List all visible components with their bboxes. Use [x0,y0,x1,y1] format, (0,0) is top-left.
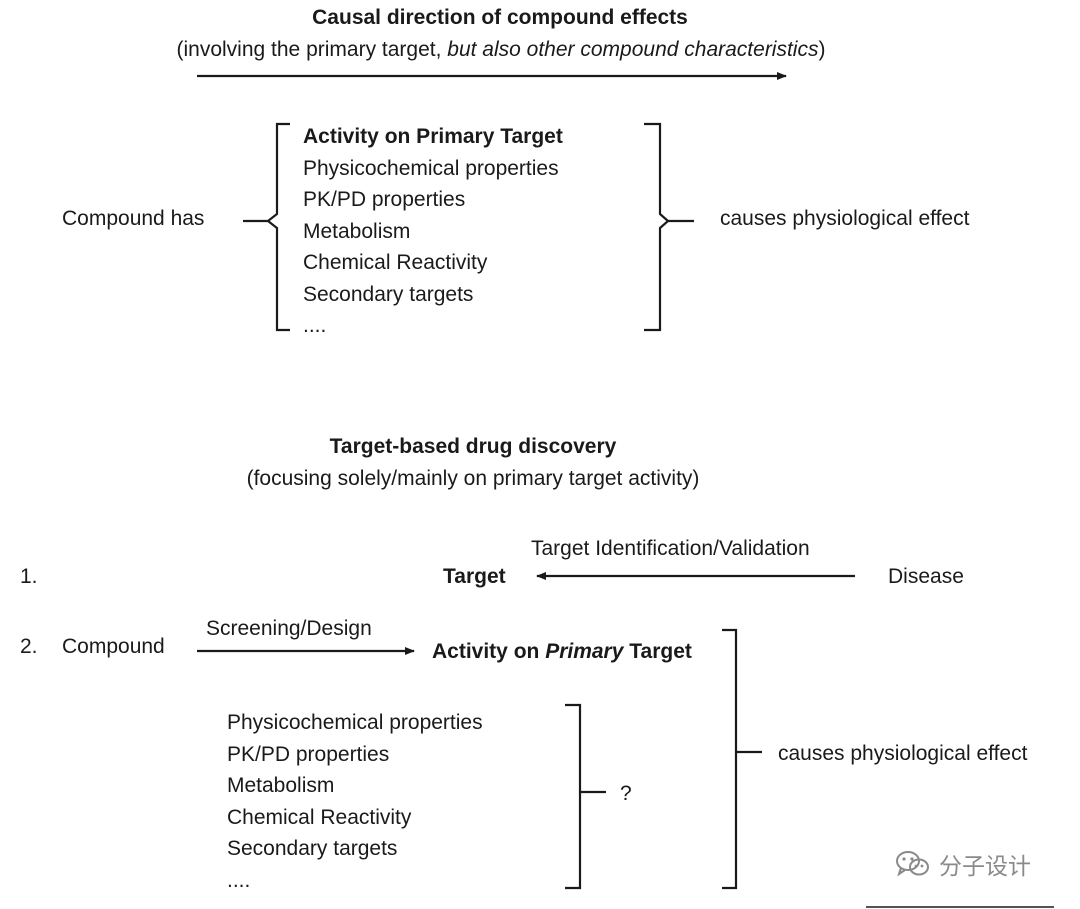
top-subtitle-italic: but also other compound characteristics [447,38,819,61]
row2-activity-pre: Activity on [432,640,546,663]
row2-arrow-label: Screening/Design [206,617,372,640]
row2-activity-italic: Primary [545,640,624,663]
list-item: PK/PD properties [227,742,390,766]
list-item: .... [303,314,327,337]
bottom-inner-bracket [565,703,582,890]
wechat-icon [896,851,929,877]
top-right-brace [644,122,670,332]
bottom-outer-bracket [722,628,738,890]
list-item: Metabolism [303,219,411,243]
list-item: Physicochemical properties [303,156,559,180]
row1-number: 1. [20,565,38,588]
top-property-list: Activity on Primary Target Physicochemic… [303,121,563,342]
watermark: 分子设计 [895,847,1031,881]
top-left-brace [266,122,290,332]
bottom-question-mark: ? [620,782,632,805]
bottom-effect-label: causes physiological effect [778,742,1028,765]
list-item: PK/PD properties [303,188,466,211]
row1-arrow-label: Target Identification/Validation [531,537,810,560]
list-item: Secondary targets [303,282,474,306]
row2-compound: Compound [62,635,165,658]
list-item: Secondary targets [227,837,398,860]
row1-target: Target [443,565,506,588]
list-item: .... [227,868,251,892]
list-item: Chemical Reactivity [303,251,488,274]
list-item: Activity on Primary Target [303,125,563,148]
row2-number: 2. [20,635,38,658]
list-item: Chemical Reactivity [227,805,412,829]
row2-activity: Activity on Primary Target [432,639,692,665]
watermark-text: 分子设计 [939,854,1031,880]
top-title: Causal direction of compound effects [312,6,688,29]
top-subtitle-post: ) [818,38,826,61]
top-subtitle-pre: (involving the primary target, [176,38,448,61]
bottom-subtitle: (focusing solely/mainly on primary targe… [246,467,700,490]
list-item: Metabolism [227,774,335,797]
row2-activity-post: Target [623,640,692,663]
top-subtitle: (involving the primary target, but also … [0,37,1002,63]
list-item: Physicochemical properties [227,711,483,734]
bottom-title: Target-based drug discovery [329,435,617,458]
row1-disease: Disease [888,565,964,588]
bottom-property-list: Physicochemical properties PK/PD propert… [227,707,483,896]
top-effect-label: causes physiological effect [720,207,970,230]
top-compound-label: Compound has [62,207,205,230]
